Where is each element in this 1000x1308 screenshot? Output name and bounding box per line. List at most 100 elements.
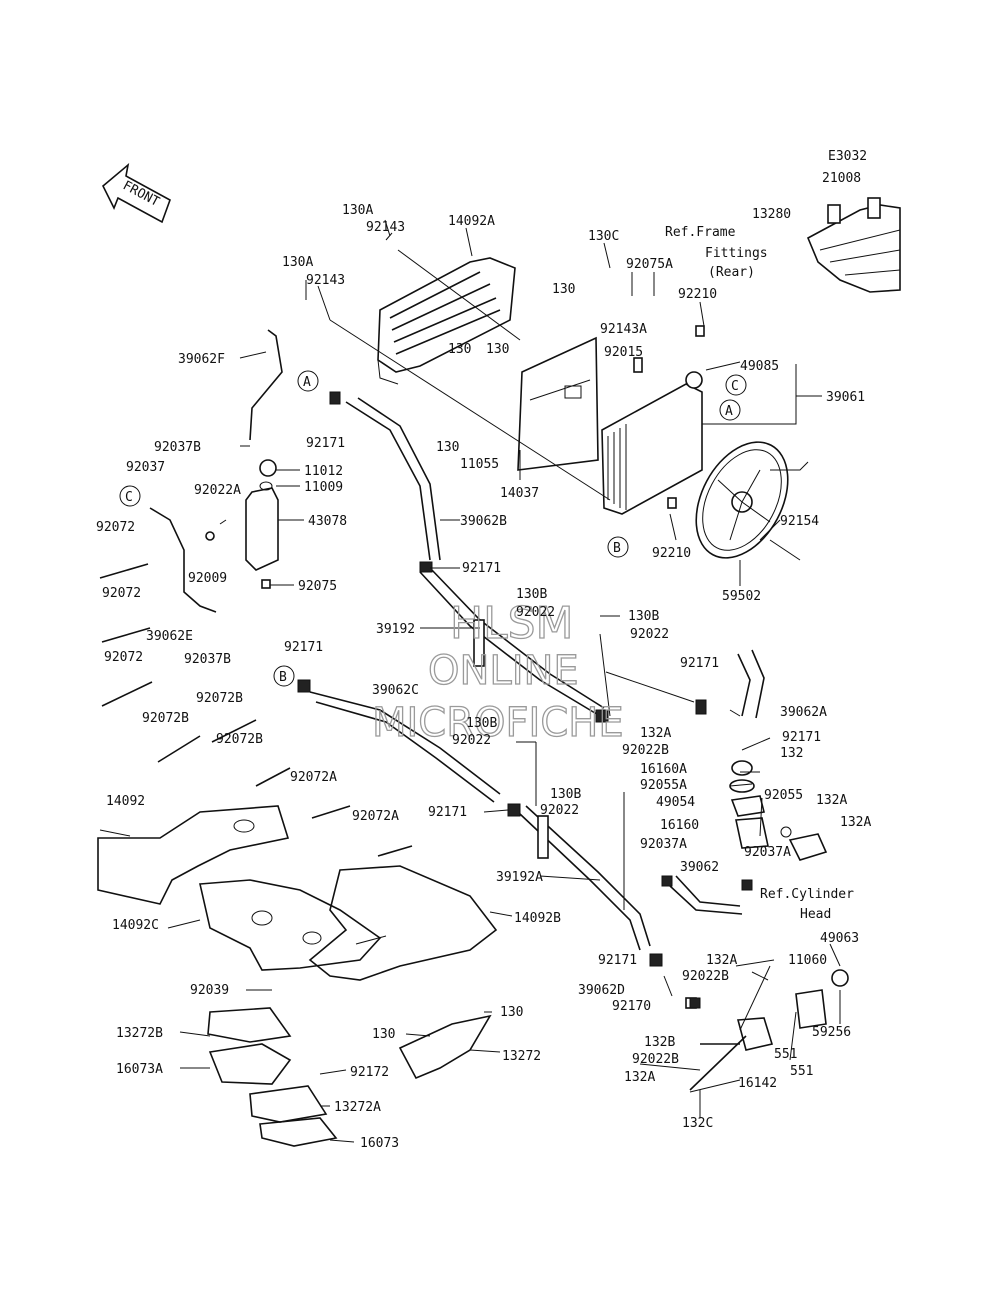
part-label: 92022B: [622, 743, 669, 758]
part-label: 14092A: [448, 214, 495, 229]
callout-circle-a2: A: [719, 399, 741, 421]
part-label: 14092: [106, 794, 145, 809]
part-label: 16073A: [116, 1062, 163, 1077]
watermark: HLSM ONLINE MICROFICHE: [371, 597, 624, 746]
part-label: 39061: [826, 390, 865, 405]
part-label: 92022B: [632, 1052, 679, 1067]
part-label: 92143: [306, 273, 345, 288]
hose-39062a-drawing: [737, 649, 765, 719]
guard-13272b-drawing: [207, 1007, 338, 1147]
part-label: 130: [486, 342, 509, 357]
part-label: 49085: [740, 359, 779, 374]
part-label: 49063: [820, 931, 859, 946]
part-label: 130: [552, 282, 575, 297]
part-label: 39062: [680, 860, 719, 875]
part-label: 14037: [500, 486, 539, 501]
leader-lines: [99, 219, 841, 1143]
part-label: 92039: [190, 983, 229, 998]
part-label: 92170: [612, 999, 651, 1014]
part-label: 92072B: [196, 691, 243, 706]
part-label: 92022: [516, 605, 555, 620]
part-label: 92037B: [184, 652, 231, 667]
part-label: 92037A: [640, 837, 687, 852]
part-label: 39192: [376, 622, 415, 637]
part-label: 132A: [706, 953, 737, 968]
hose-39062c-drawing: [309, 691, 501, 803]
part-label: 130A: [342, 203, 373, 218]
part-label: 16142: [738, 1076, 777, 1091]
radiator-shroud-drawing: [329, 249, 611, 501]
part-labels: 21008 13280 Ref.Frame Fittings (Rear) 13…: [96, 171, 871, 1151]
watermark-line-1: HLSM: [450, 598, 574, 649]
part-label: Ref.Frame: [665, 225, 736, 240]
part-label: 92172: [350, 1065, 389, 1080]
hose-39062b-drawing: [345, 397, 441, 561]
part-label: 21008: [822, 171, 861, 186]
part-label: 130: [436, 440, 459, 455]
part-label: 92037: [126, 460, 165, 475]
part-label: 92022: [540, 803, 579, 818]
part-label: 92072: [104, 650, 143, 665]
part-label: 92171: [680, 656, 719, 671]
part-label: 43078: [308, 514, 347, 529]
part-label: 130: [448, 342, 471, 357]
part-label: 132A: [640, 726, 671, 741]
part-label: 39062F: [178, 352, 225, 367]
part-label: 92037A: [744, 845, 791, 860]
part-label: 92022A: [194, 483, 241, 498]
part-label: 16160A: [640, 762, 687, 777]
diagram-code: E3032: [828, 149, 867, 164]
hose-39062f-drawing: [249, 329, 283, 441]
part-label: 11012: [304, 464, 343, 479]
part-label: 13272A: [334, 1100, 381, 1115]
skid-plate-14092c-drawing: [199, 879, 382, 971]
part-label: 16160: [660, 818, 699, 833]
part-label: 59502: [722, 589, 761, 604]
part-label: 132A: [816, 793, 847, 808]
callout-circle-b1: B: [607, 536, 629, 558]
svg-text:B: B: [279, 670, 287, 685]
part-label: 14092C: [112, 918, 159, 933]
part-label: 92072: [102, 586, 141, 601]
watermark-line-3: MICROFICHE: [372, 700, 624, 746]
reserve-tank-drawing: [205, 459, 279, 589]
hose-39062e-drawing: [149, 507, 217, 613]
water-pump-drawing: [685, 969, 849, 1091]
frame-fitting-drawing: [806, 197, 901, 293]
part-label: 13280: [752, 207, 791, 222]
part-label: 92055: [764, 788, 803, 803]
part-label: 92009: [188, 571, 227, 586]
svg-text:A: A: [303, 375, 311, 390]
pipe-39192a-drawing: [519, 805, 651, 951]
part-label: 130B: [466, 716, 497, 731]
part-label: 39062B: [460, 514, 507, 529]
part-label: 132A: [624, 1070, 655, 1085]
radiator-screen-drawing: [517, 336, 599, 471]
part-label: 92022B: [682, 969, 729, 984]
thermostat-housing-drawing: [729, 760, 828, 861]
svg-text:C: C: [731, 379, 739, 394]
pipe-39192-drawing: [419, 567, 605, 717]
callout-circle-c1: C: [725, 374, 747, 396]
part-label: 130A: [282, 255, 313, 270]
part-label: 92171: [428, 805, 467, 820]
part-label: 92171: [782, 730, 821, 745]
front-label: FRONT: [120, 178, 162, 210]
part-label: Head: [800, 907, 831, 922]
part-label: 130B: [516, 587, 547, 602]
hose-clamps: [297, 391, 753, 1009]
part-label: 39062A: [780, 705, 827, 720]
part-label: 132C: [682, 1116, 713, 1131]
part-label: 92143A: [600, 322, 647, 337]
radiator-drawing: [601, 325, 705, 515]
part-label: 130C: [588, 229, 619, 244]
callout-circle-a1: A: [297, 370, 319, 392]
part-label: 92072B: [216, 732, 263, 747]
part-label: 551: [790, 1064, 813, 1079]
part-label: 92037B: [154, 440, 201, 455]
part-label: (Rear): [708, 265, 755, 280]
part-label: 92171: [462, 561, 501, 576]
part-label: 39192A: [496, 870, 543, 885]
part-label: 92022: [452, 733, 491, 748]
